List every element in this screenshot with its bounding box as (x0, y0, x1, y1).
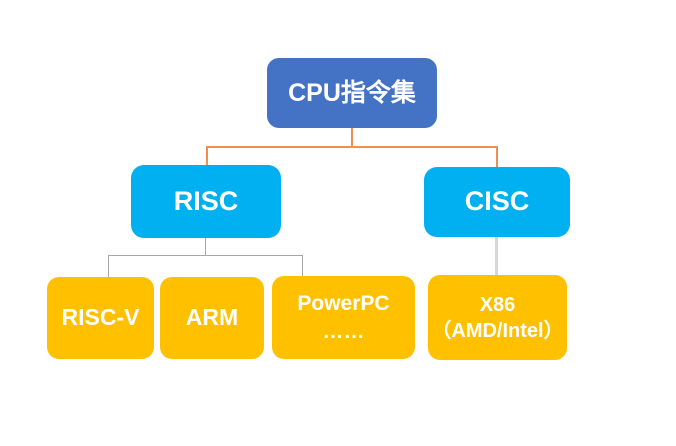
connector-root-vertical (351, 128, 353, 146)
connector-cisc-drop (496, 148, 498, 167)
connector-level2-horizontal (108, 255, 303, 256)
connector-cisc-x86-vertical (495, 237, 498, 275)
node-risc-v: RISC-V (47, 277, 154, 359)
node-cpu-instruction-set: CPU指令集 (267, 58, 437, 128)
node-arm-label: ARM (185, 304, 239, 331)
node-x86-label-line2: （AMD/Intel） (431, 319, 564, 342)
node-risc-v-label: RISC-V (61, 304, 140, 331)
connector-riscv-drop (108, 256, 109, 277)
node-powerpc-label-line2: …… (322, 319, 365, 343)
node-risc-label: RISC (173, 185, 239, 216)
node-x86: X86 （AMD/Intel） (428, 275, 567, 360)
connector-powerpc-drop (302, 256, 303, 276)
node-cpu-instruction-set-label: CPU指令集 (288, 78, 416, 107)
node-powerpc: PowerPC …… (272, 276, 415, 359)
node-cisc-label: CISC (464, 186, 530, 217)
node-powerpc-label-line1: PowerPC (297, 292, 390, 316)
node-risc: RISC (131, 165, 281, 238)
connector-risc-drop (206, 148, 208, 165)
connector-level1-horizontal (206, 146, 498, 148)
node-arm: ARM (160, 277, 264, 359)
connector-risc-vertical (205, 238, 206, 255)
node-x86-label-line1: X86 (479, 293, 516, 316)
node-cisc: CISC (424, 167, 570, 237)
